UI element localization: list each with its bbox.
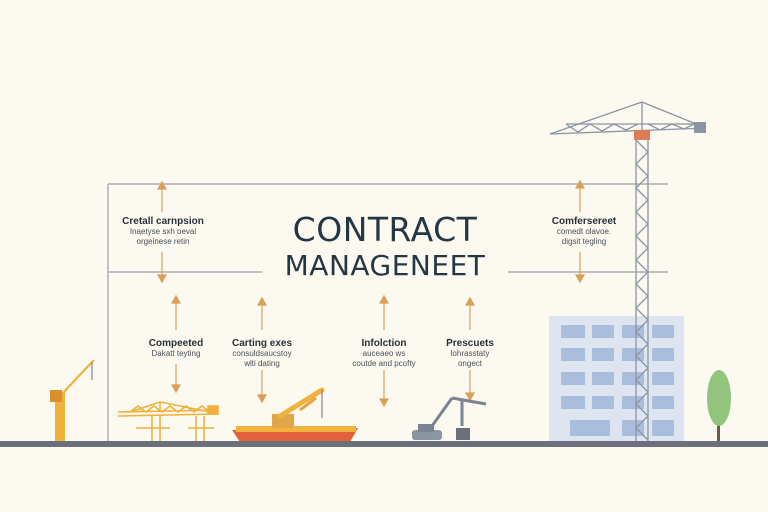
node-heading: Comfersereet — [551, 216, 617, 227]
node-heading: Infolction — [361, 338, 407, 349]
node-line: coutde and pcofty — [352, 359, 416, 368]
arrow-top-right-lower — [574, 252, 586, 284]
node-infolction: Infolction auceaeo ws coutde and pcofty — [338, 338, 430, 369]
arrow-top-right-upper — [574, 179, 586, 212]
node-heading: Carting exes — [231, 338, 293, 349]
office-building-icon — [549, 316, 684, 442]
diagram-title: CONTRACT — [292, 210, 478, 249]
tower-crane-icon — [549, 101, 707, 442]
arrow-col1 — [170, 294, 182, 394]
node-line: digsit tegling — [561, 237, 607, 246]
arrows — [156, 179, 586, 408]
node-line: Inaetyse sxh oeval — [129, 227, 197, 236]
node-compeeted: Compeeted Dakatt teyting — [130, 338, 222, 359]
node-prescuets: Prescuets lohrasstaty ongect — [424, 338, 516, 369]
tree-icon — [707, 370, 731, 442]
arrow-col3 — [378, 294, 390, 408]
excavator-icon — [412, 396, 487, 440]
node-line: auceaeo ws — [362, 349, 406, 358]
arrow-col2 — [256, 296, 268, 404]
gantry-crane-icon — [117, 401, 219, 442]
node-heading: Compeeted — [148, 338, 204, 349]
node-line: orgeinese retin — [136, 237, 190, 246]
arrow-top-left-upper — [156, 180, 168, 212]
node-line: ongect — [457, 359, 483, 368]
frame — [107, 183, 668, 442]
node-heading: Cretall carnpsion — [122, 216, 204, 227]
diagram-subtitle: MANAGENEET — [284, 249, 486, 282]
node-line: Dakatt teyting — [151, 349, 201, 358]
node-line: consuldsaucstoy — [232, 349, 292, 358]
node-carting-exes: Carting exes consuldsaucstoy wlti dating — [216, 338, 308, 369]
node-top-left: Cretall carnpsion Inaetyse sxh oeval org… — [108, 216, 218, 247]
node-line: wlti dating — [244, 359, 280, 368]
arrow-col4 — [464, 296, 476, 402]
node-line: lohrasstaty — [450, 349, 490, 358]
barge-crane-icon — [232, 387, 358, 442]
node-top-right: Comfersereet comedt olavoe. digsit tegli… — [534, 216, 634, 247]
node-line: comedt olavoe. — [556, 227, 612, 236]
yellow-crane-icon — [50, 359, 95, 442]
ground-line — [0, 441, 768, 447]
arrow-top-left-lower — [156, 252, 168, 284]
node-heading: Prescuets — [446, 338, 494, 349]
